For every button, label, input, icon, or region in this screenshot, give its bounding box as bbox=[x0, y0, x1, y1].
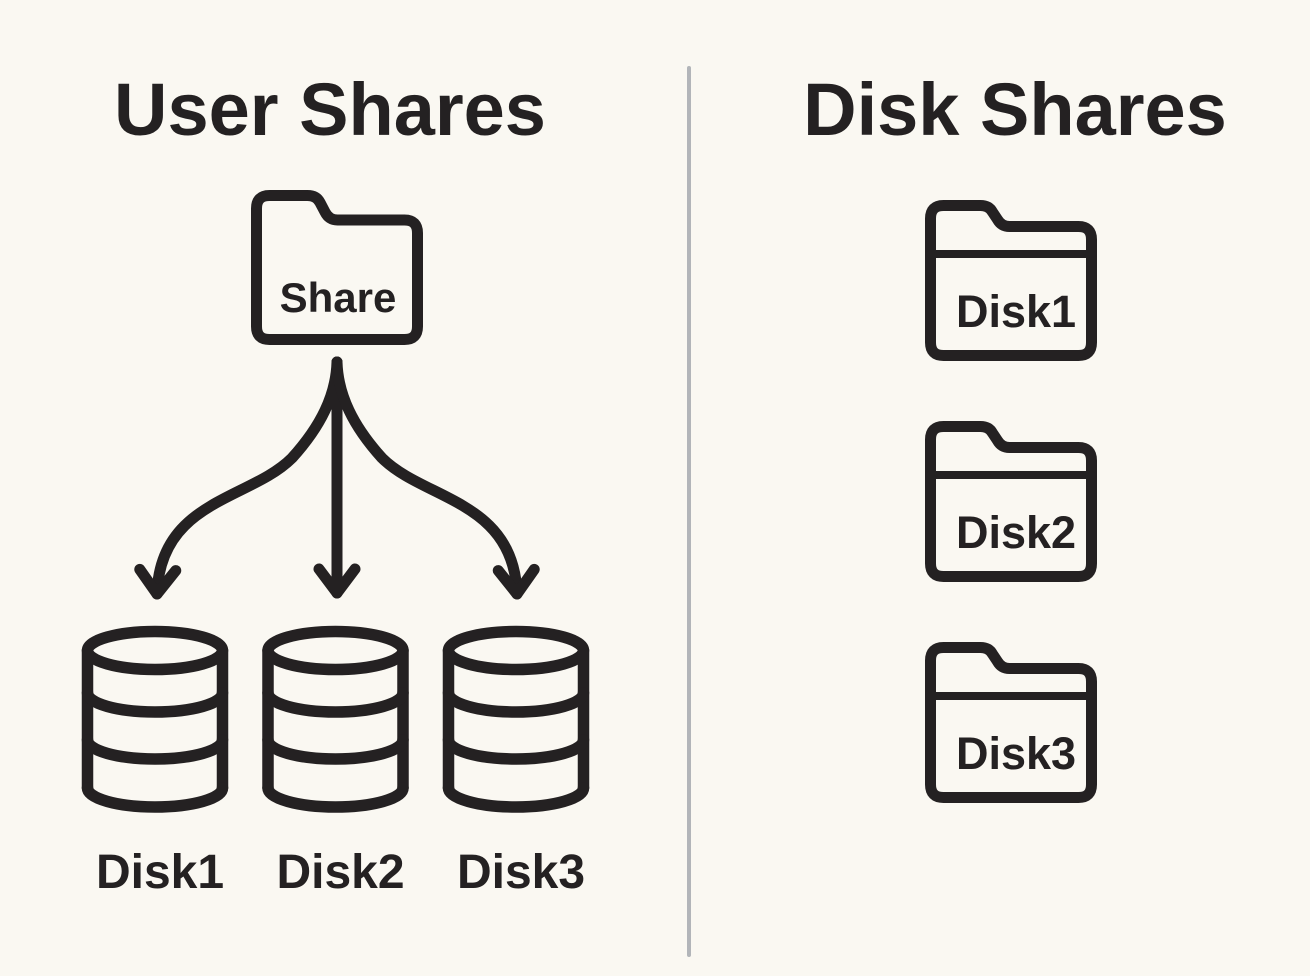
disk-shares-title: Disk Shares bbox=[803, 68, 1227, 151]
arrow-to-disk3 bbox=[331, 356, 540, 600]
folder-disk2-label: Disk2 bbox=[956, 507, 1076, 558]
folder-disk3-label: Disk3 bbox=[956, 728, 1076, 779]
fanout-arrows bbox=[134, 356, 540, 600]
disk2-label: Disk2 bbox=[276, 846, 404, 899]
folder-icon-disk1: Disk1 bbox=[925, 200, 1097, 361]
share-folder-label: Share bbox=[280, 274, 397, 321]
folder-icon-disk2: Disk2 bbox=[925, 421, 1097, 582]
share-folder-icon: Share bbox=[251, 190, 423, 345]
folder-icon-disk3: Disk3 bbox=[925, 642, 1097, 803]
database-icon-disk3 bbox=[442, 625, 590, 813]
arrow-to-disk1 bbox=[134, 356, 343, 600]
user-shares-title: User Shares bbox=[114, 68, 546, 151]
database-icon-disk2 bbox=[262, 625, 409, 813]
disk1-label: Disk1 bbox=[96, 846, 224, 899]
folder-disk1-label: Disk1 bbox=[956, 286, 1076, 337]
database-icon-disk1 bbox=[81, 625, 229, 813]
disk3-label: Disk3 bbox=[457, 846, 585, 899]
